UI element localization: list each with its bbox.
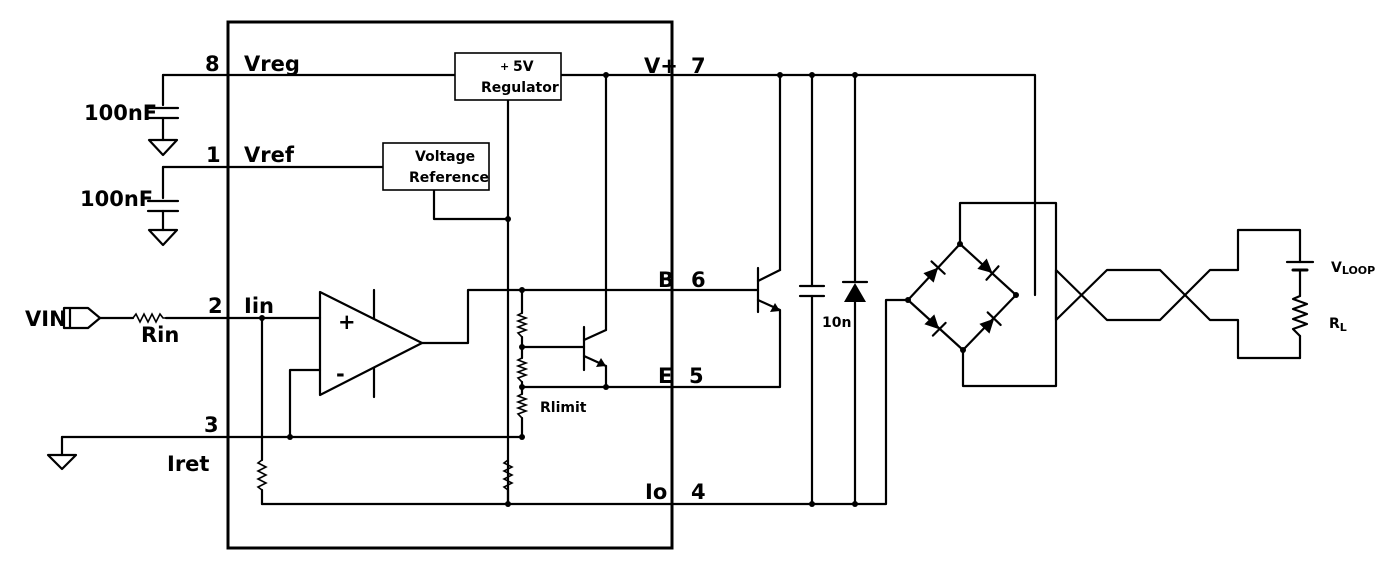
sense-resistor-left [256, 459, 268, 491]
wire-opamp-minus [288, 368, 322, 439]
vloop-label: VLOOP [1331, 260, 1375, 277]
external-transistor [753, 266, 782, 320]
wire-e-line [520, 316, 782, 389]
rlimit-resistor-3 [515, 393, 529, 419]
wire-opamp-out [420, 288, 757, 345]
vin-label: VIN [25, 307, 67, 331]
regulator-mark: + [500, 60, 509, 73]
pin-7-label: 7 [691, 54, 706, 78]
signal-iin-label: Iin [244, 294, 274, 318]
signal-b-label: B [658, 268, 674, 292]
ground-icon [147, 138, 179, 157]
rin-label: Rin [141, 323, 179, 347]
rl-label: RL [1329, 316, 1347, 334]
wire-vplus-rail [559, 73, 1037, 297]
regulator-label-1: 5V [513, 59, 534, 75]
rl-resistor [1291, 294, 1309, 338]
rlimit-label: Rlimit [540, 400, 587, 416]
cap-top-label: 100nF [84, 101, 157, 125]
wire-ref-rail [432, 188, 510, 221]
reference-label-1: Voltage [415, 149, 475, 165]
signal-vreg-label: Vreg [244, 52, 300, 76]
opamp-minus: - [336, 362, 345, 386]
reference-label-2: Reference [409, 170, 489, 186]
reference-block [382, 142, 490, 191]
rlimit-resistor-2 [515, 357, 529, 383]
cap-bottom-label: 100nF [80, 187, 153, 211]
zener-diode [841, 280, 869, 302]
vin-connector [62, 306, 102, 330]
ground-icon [46, 453, 78, 471]
ground-icon [147, 228, 179, 247]
signal-iret-label: Iret [167, 452, 209, 476]
opamp-plus: + [338, 310, 356, 334]
wire-bridge-bottom-loop [961, 228, 1302, 388]
signal-vref-label: Vref [244, 143, 295, 167]
signal-e-label: E [658, 364, 672, 388]
pin-5-label: 5 [689, 364, 704, 388]
pin-8-label: 8 [205, 52, 220, 76]
opamp [318, 288, 424, 399]
cap-top [146, 73, 180, 157]
junctions [259, 72, 1019, 507]
bridge-rectifier [906, 242, 1018, 352]
regulator-block [454, 52, 562, 101]
cap-10n-label: 10n [822, 315, 851, 331]
chip-outline [226, 20, 674, 550]
pin-6-label: 6 [691, 268, 706, 292]
wire-io [260, 298, 910, 506]
sense-resistor-right [502, 459, 514, 491]
pin-3-label: 3 [204, 413, 219, 437]
regulator-label-2: Regulator [481, 80, 559, 96]
wire-bridge-top-loop [958, 201, 1302, 360]
internal-transistor [582, 325, 608, 372]
rin-resistor [132, 312, 166, 324]
pin-1-label: 1 [206, 143, 221, 167]
vloop-source [1285, 260, 1315, 272]
rlimit-resistor-1 [515, 312, 529, 338]
signal-vplus-label: V+ [644, 54, 678, 78]
signal-io-label: Io [645, 480, 667, 504]
cap-10n [798, 284, 826, 298]
pin-4-label: 4 [691, 480, 706, 504]
wires [60, 73, 1302, 506]
pin-2-label: 2 [208, 294, 223, 318]
cap-bottom [146, 165, 180, 247]
